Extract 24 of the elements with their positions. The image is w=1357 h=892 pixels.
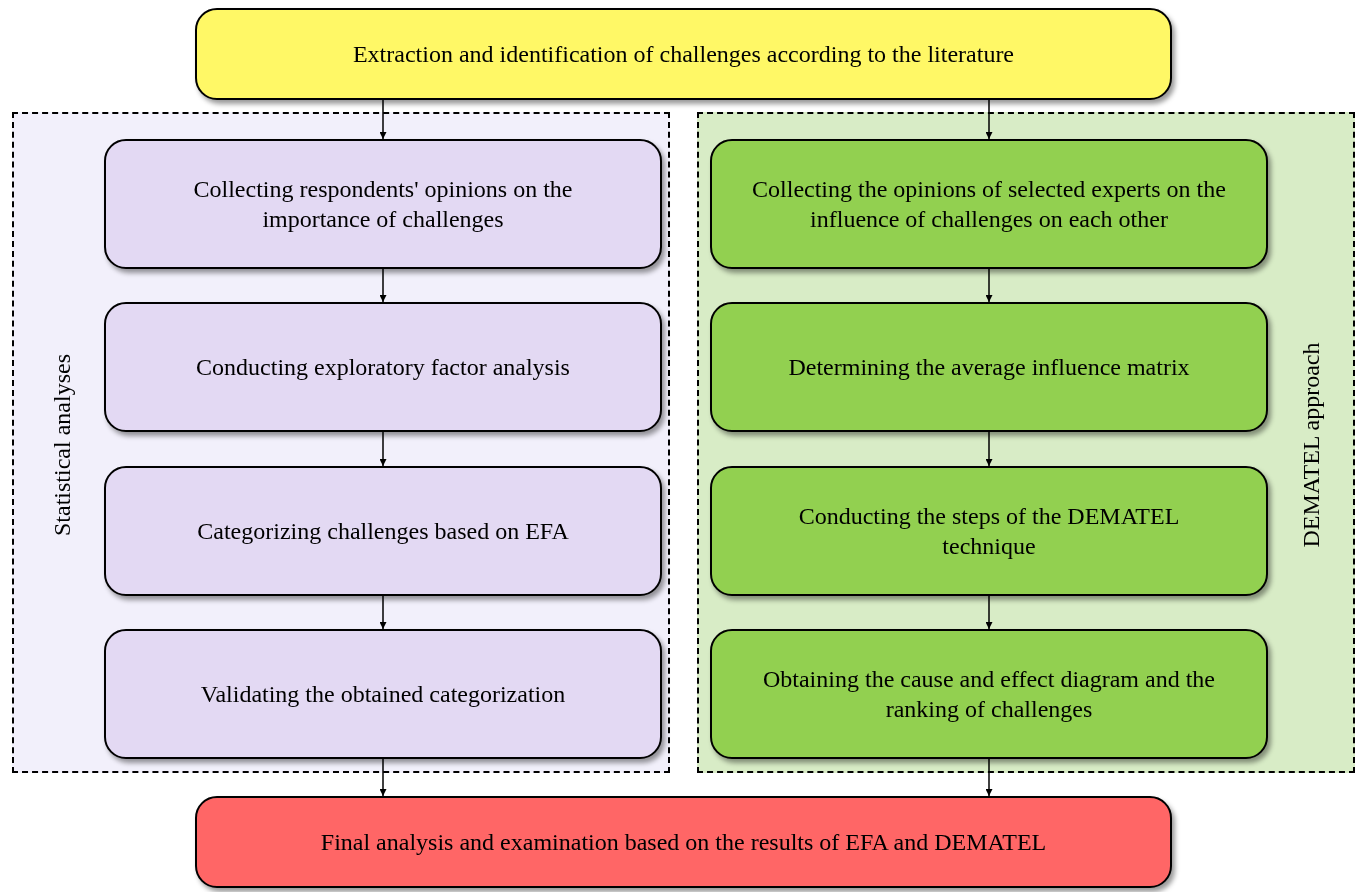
arrow	[379, 595, 387, 630]
group-panel	[697, 112, 1355, 773]
process-box: Determining the average influence matrix	[710, 302, 1268, 432]
arrow	[985, 758, 993, 797]
process-box: Categorizing challenges based on EFA	[104, 466, 662, 596]
group-title: Statistical analyses	[48, 353, 76, 536]
arrow	[985, 268, 993, 303]
process-box: Conducting the steps of the DEMATEL technique	[710, 466, 1268, 596]
arrow	[379, 268, 387, 303]
arrow	[379, 99, 387, 140]
process-box: Conducting exploratory factor analysis	[104, 302, 662, 432]
arrow	[379, 431, 387, 467]
group-title: DEMATEL approach	[1297, 342, 1325, 547]
process-box: Collecting respondents' opinions on the importance of challenges	[104, 139, 662, 269]
group-panel	[12, 112, 670, 773]
arrow	[985, 431, 993, 467]
start-box: Extraction and identification of challenges according to the literature	[195, 8, 1172, 100]
process-box: Collecting the opinions of selected experts on the influence of challenges on each other	[710, 139, 1268, 269]
arrow	[985, 99, 993, 140]
end-box: Final analysis and examination based on the results of EFA and DEMATEL	[195, 796, 1172, 888]
arrow	[379, 758, 387, 797]
arrow	[985, 595, 993, 630]
process-box: Validating the obtained categorization	[104, 629, 662, 759]
process-box: Obtaining the cause and effect diagram and the ranking of challenges	[710, 629, 1268, 759]
